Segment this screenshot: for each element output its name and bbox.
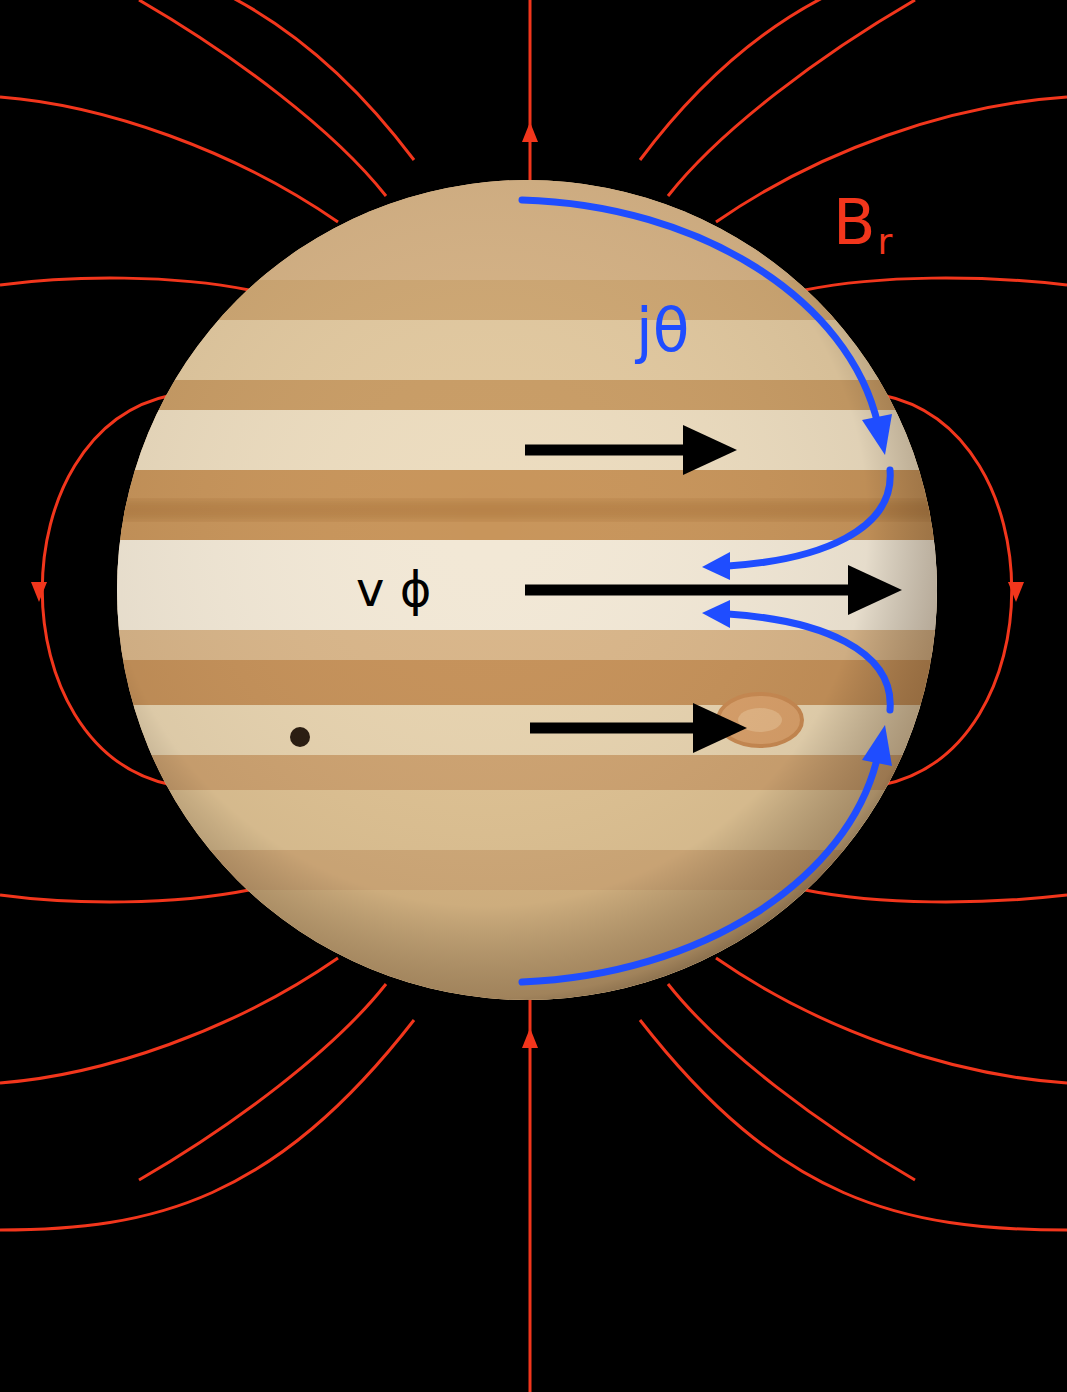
current-arrowheads: [702, 414, 892, 766]
planet-jupiter: [100, 170, 960, 1010]
current-label: jθ: [636, 300, 689, 360]
field-label: B: [833, 192, 876, 254]
velocity-label: v ϕ: [356, 565, 431, 613]
current-arrows: [522, 200, 890, 982]
field-subscript: r: [878, 224, 893, 260]
velocity-arrows: [525, 425, 902, 753]
field-arrowheads: [31, 122, 1024, 1048]
